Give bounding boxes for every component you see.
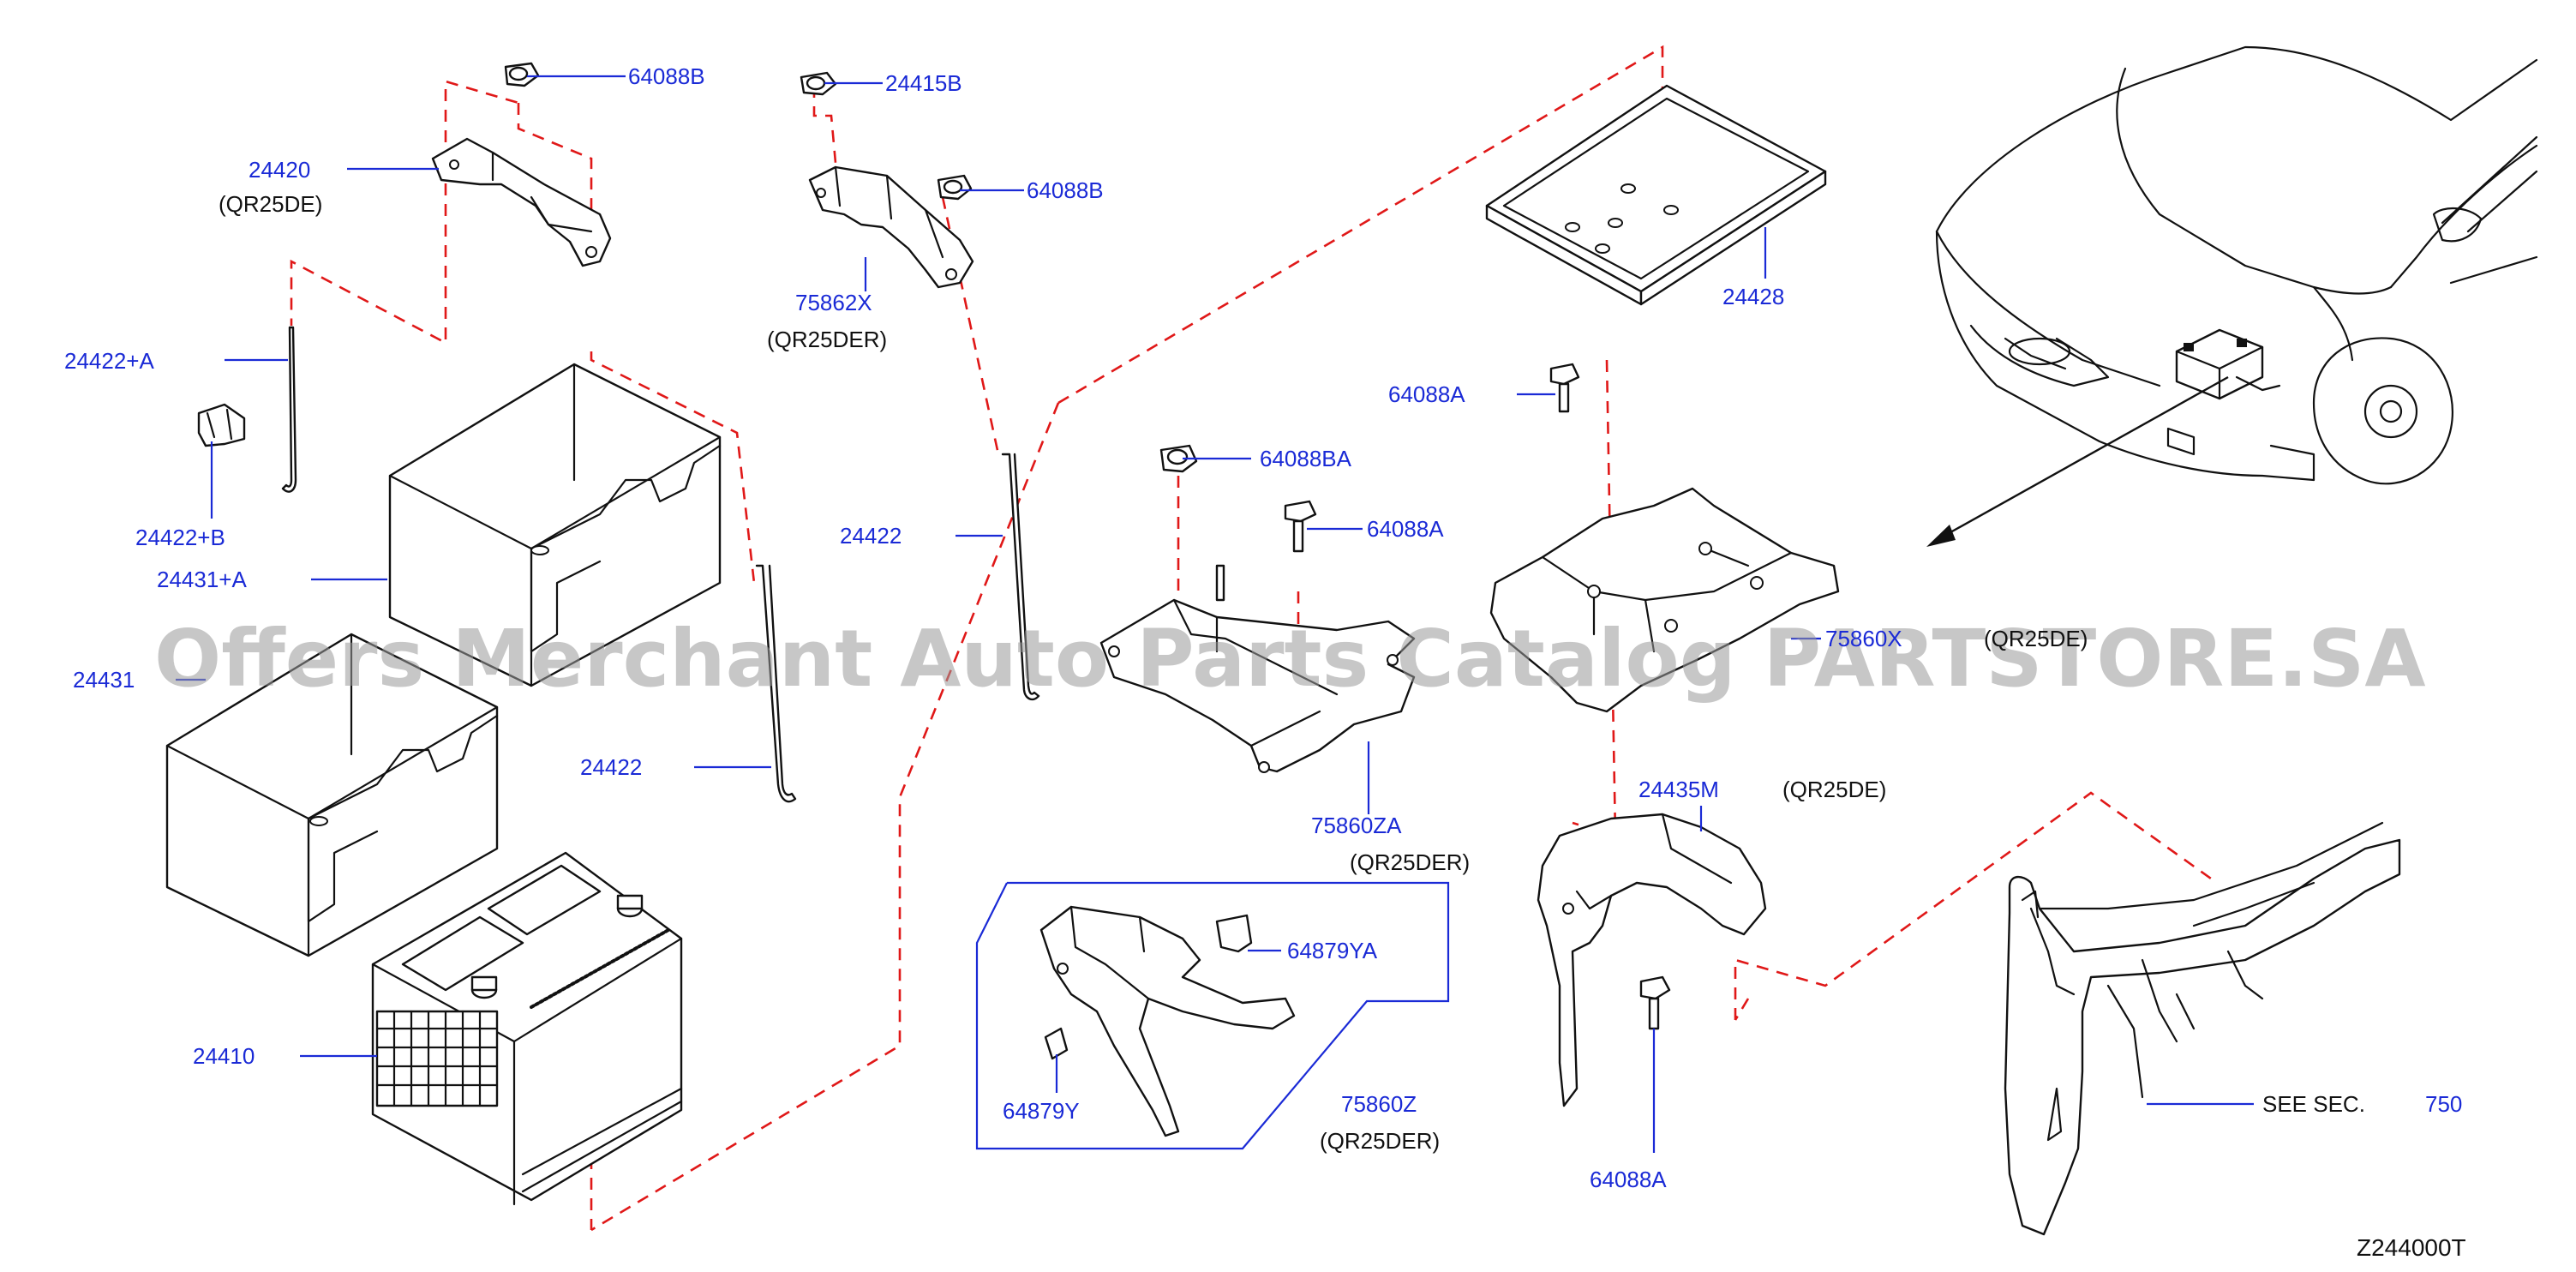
part-label-24422b[interactable]: 24422+B: [135, 525, 225, 550]
part-label-64879y[interactable]: 64879Y: [1003, 1098, 1080, 1124]
part-note-75862x: (QR25DER): [767, 327, 887, 352]
part-label-75860z[interactable]: 75860Z: [1341, 1091, 1417, 1117]
part-label-24431[interactable]: 24431: [73, 667, 135, 693]
bracket-24420: [431, 137, 612, 267]
nut-64088ba: [1159, 444, 1198, 473]
part-note-24435m: (QR25DE): [1782, 777, 1886, 802]
part-label-24422a[interactable]: 24422+A: [64, 348, 154, 374]
battery-cover-24431: [165, 633, 499, 957]
rod-24422-middle: [755, 564, 797, 803]
part-label-24422-middle[interactable]: 24422: [840, 523, 902, 549]
radiator-support-panel: [2004, 821, 2401, 1236]
part-label-64088b-top[interactable]: 64088B: [628, 63, 705, 89]
rod-24422-right: [1001, 453, 1040, 701]
part-label-24431a[interactable]: 24431+A: [157, 567, 247, 592]
part-label-24410[interactable]: 24410: [193, 1043, 255, 1069]
see-section-prefix: SEE SEC.: [2262, 1091, 2365, 1117]
part-label-24420[interactable]: 24420: [249, 157, 310, 183]
nut-64088b-mid: [937, 174, 973, 201]
battery-24410: [371, 851, 683, 1206]
clip-24422b: [197, 403, 246, 447]
see-section-link[interactable]: 750: [2425, 1091, 2462, 1117]
part-note-75860za: (QR25DER): [1350, 849, 1470, 875]
rod-24422a: [281, 326, 297, 493]
vehicle-front-illustration: [1926, 45, 2538, 547]
part-label-24428[interactable]: 24428: [1722, 284, 1784, 309]
bolt-64088a-low: [1639, 975, 1671, 1030]
bracket-75860x: [1489, 487, 1840, 713]
bolt-64088a-mid: [1284, 500, 1317, 553]
part-label-64088ba[interactable]: 64088BA: [1260, 446, 1352, 471]
part-label-24435m[interactable]: 24435M: [1638, 777, 1719, 802]
battery-label-grid: [375, 1010, 499, 1107]
part-label-64088b-mid[interactable]: 64088B: [1027, 177, 1104, 203]
tray-24428: [1485, 84, 1827, 306]
part-labels: 64088B 24420 (QR25DE) 24415B 64088B 7586…: [64, 63, 2466, 1261]
part-note-75860z: (QR25DER): [1320, 1128, 1440, 1154]
part-label-64088a-mid[interactable]: 64088A: [1367, 516, 1444, 542]
bracket-75860za: [1099, 564, 1416, 773]
leader-lines: [176, 75, 2254, 1153]
part-label-24422-left[interactable]: 24422: [580, 754, 642, 780]
bracket-24435m: [1537, 813, 1767, 1107]
part-label-64088a-top[interactable]: 64088A: [1388, 381, 1465, 407]
bracket-75862x: [808, 165, 974, 289]
part-note-75860x: (QR25DE): [1984, 626, 2088, 651]
battery-cover-24431a: [388, 363, 722, 687]
part-label-64879ya[interactable]: 64879YA: [1287, 938, 1378, 963]
nut-64088b-top: [504, 62, 540, 87]
part-note-24420: (QR25DE): [219, 191, 322, 217]
part-label-75862x[interactable]: 75862X: [795, 290, 872, 315]
figure-code: Z244000T: [2357, 1234, 2466, 1261]
part-label-75860za[interactable]: 75860ZA: [1311, 813, 1402, 838]
part-label-75860x[interactable]: 75860X: [1825, 626, 1902, 651]
bolt-64088a-top: [1549, 363, 1580, 413]
part-label-24415b[interactable]: 24415B: [885, 70, 962, 96]
assembly-box-75860z: [975, 881, 1450, 1150]
watermark-text: Offers Merchant Auto Parts Catalog PARTS…: [154, 613, 2426, 705]
part-label-64088a-low[interactable]: 64088A: [1590, 1167, 1667, 1192]
